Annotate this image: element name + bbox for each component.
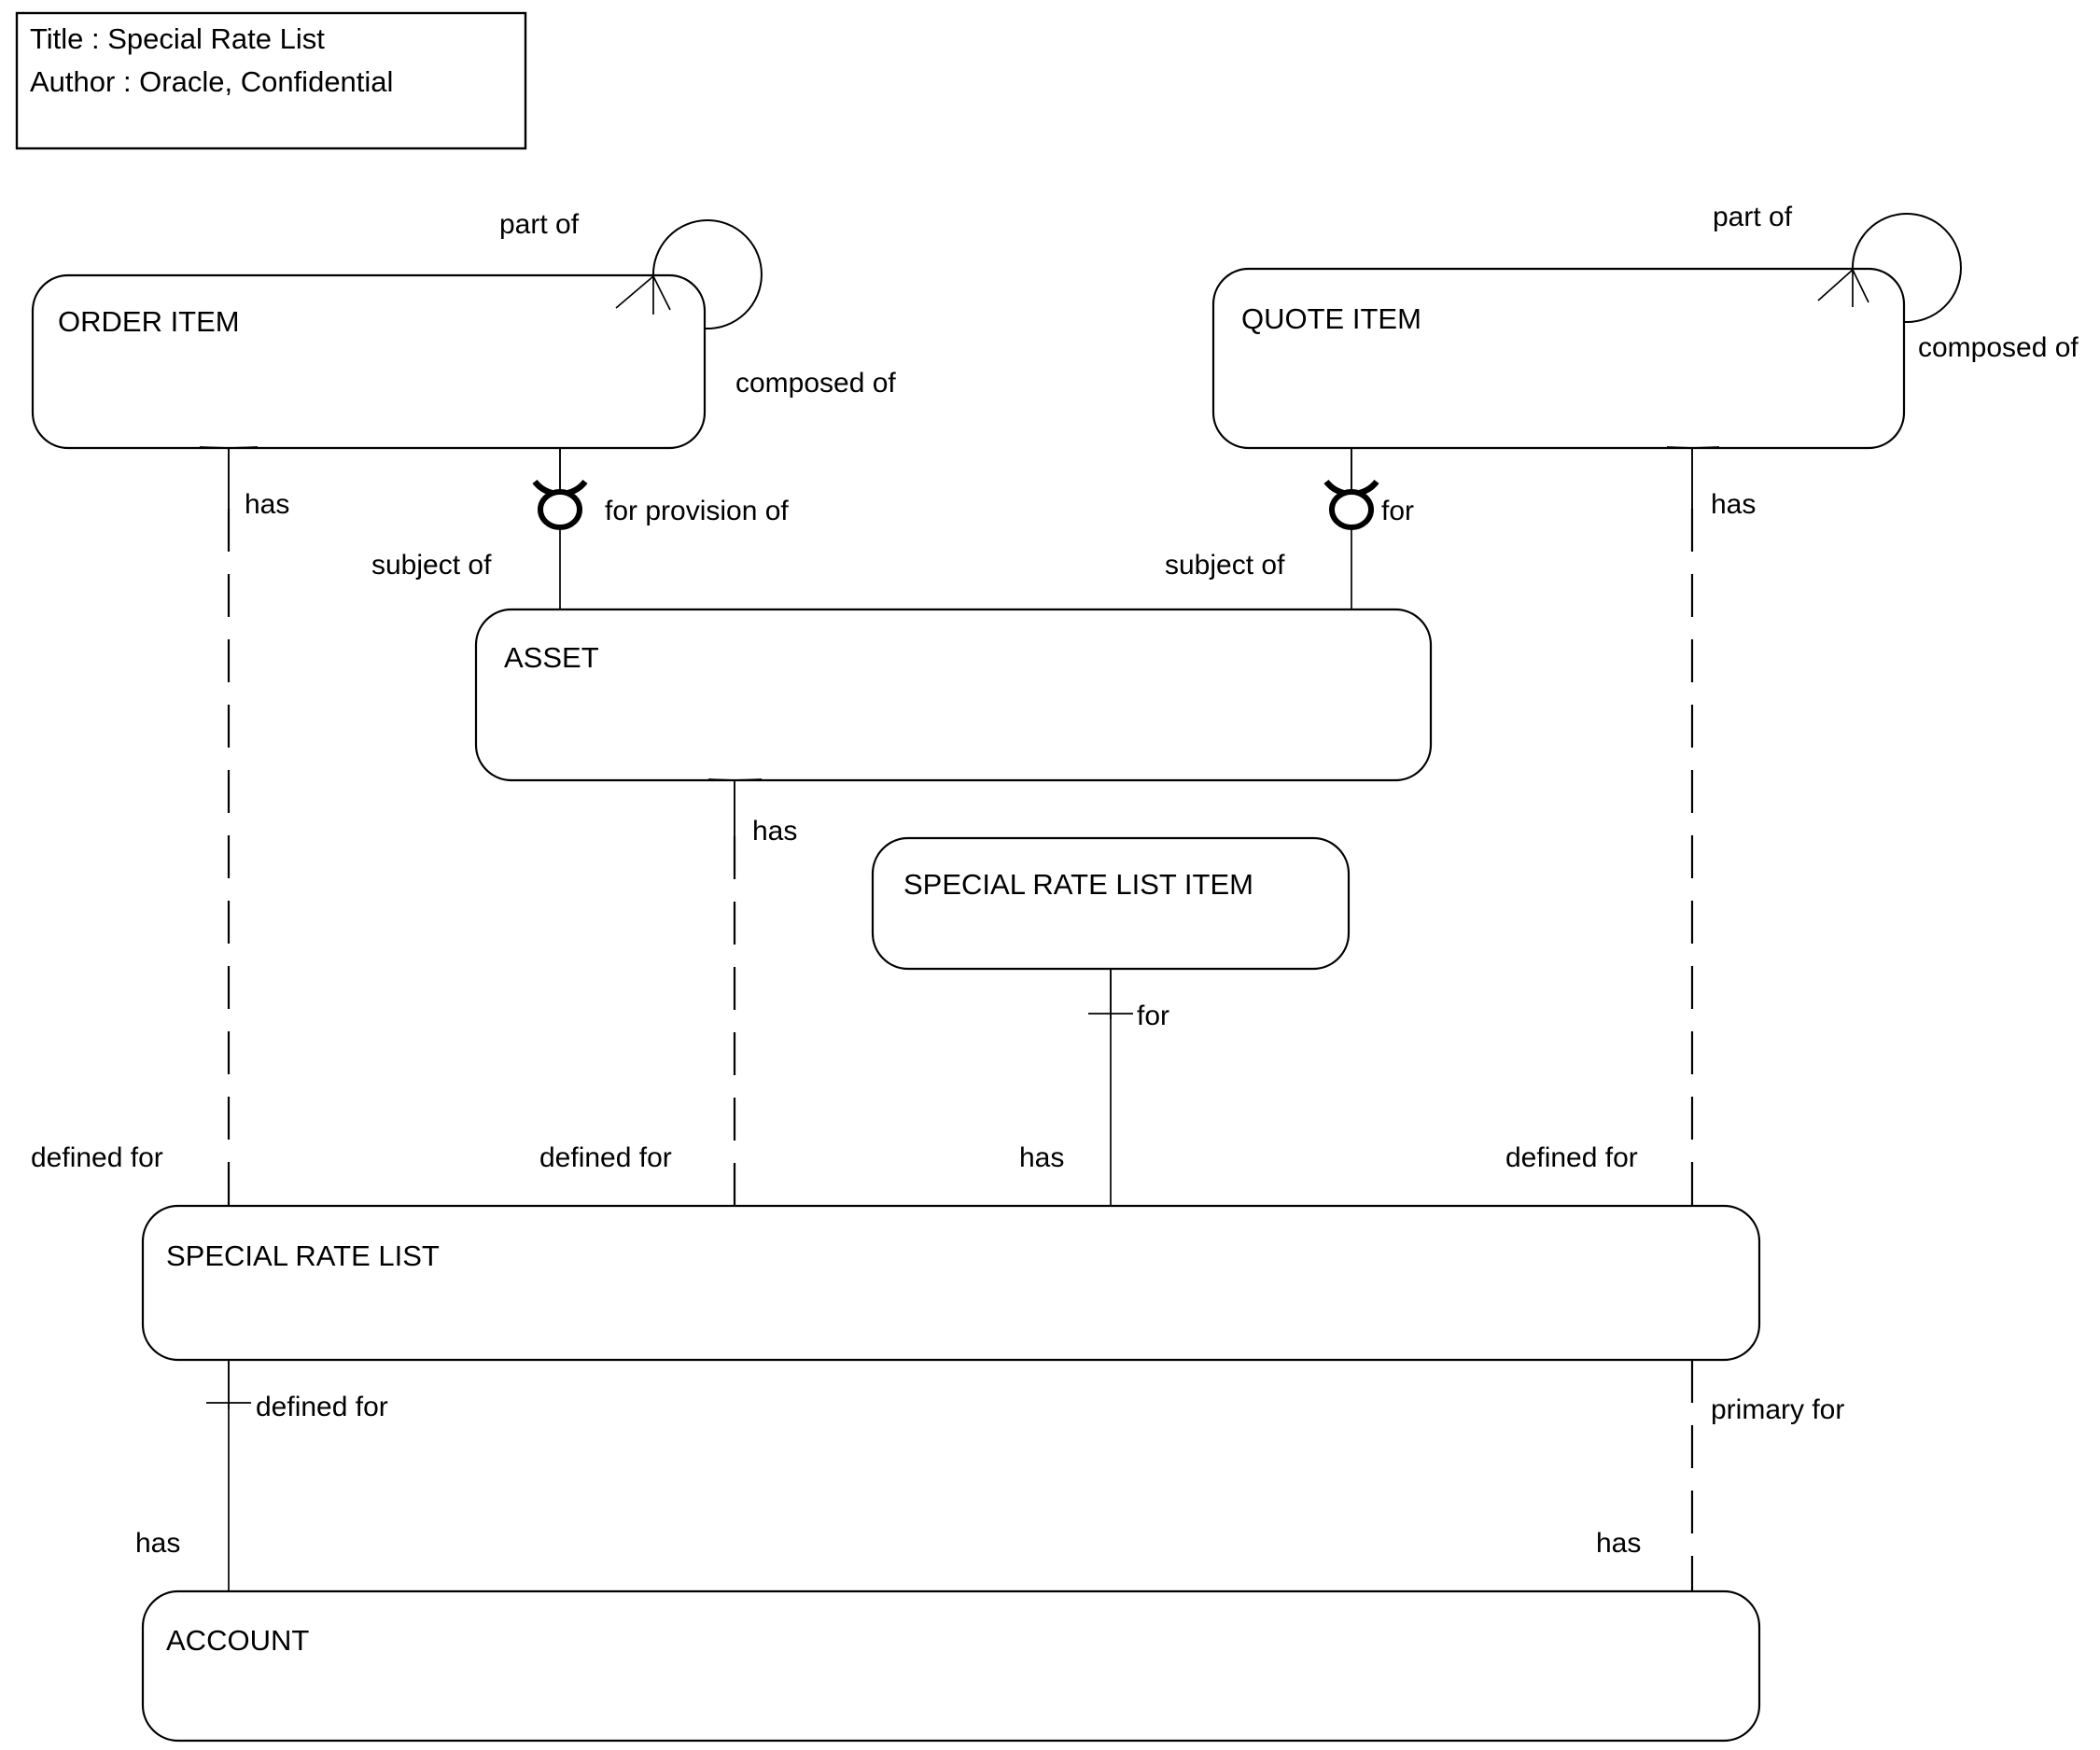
rel-quote-has-srl: has defined for <box>1505 446 1756 1206</box>
rel-order-has-srl: has defined for <box>31 446 289 1206</box>
asset-has-label: has <box>752 816 797 847</box>
asset-subject-of-quote-label: subject of <box>1165 550 1285 581</box>
quote-has-label: has <box>1711 489 1756 520</box>
srl-defined-for-account-label: defined for <box>256 1392 388 1422</box>
srl-has-srli-label: has <box>1019 1142 1064 1173</box>
rel-order-provision-asset: for provision of subject of <box>371 447 789 609</box>
entity-special-rate-list[interactable]: SPECIAL RATE LIST <box>141 1204 1761 1362</box>
account-has-left-label: has <box>135 1528 180 1559</box>
special-rate-list-item-box[interactable] <box>871 836 1351 971</box>
title-block-border <box>15 11 527 150</box>
order-has-label: has <box>245 489 289 520</box>
title-line: Title : Special Rate List <box>30 22 325 55</box>
srl-primary-for-label: primary for <box>1711 1394 1844 1425</box>
quote-loop-crowsfoot <box>1817 269 1869 307</box>
quote-item-self-loop <box>1817 213 1962 324</box>
account-box[interactable] <box>141 1589 1761 1743</box>
special-rate-list-box[interactable] <box>141 1204 1761 1362</box>
asset-label: ASSET <box>504 641 599 674</box>
entity-order-item[interactable]: ORDER ITEM <box>31 273 707 450</box>
order-item-label: ORDER ITEM <box>58 305 240 338</box>
quote-loop-arc <box>1851 213 1962 324</box>
order-item-self-loop <box>615 219 763 330</box>
rel-srl-primary-for-account: primary for has <box>1596 1360 1844 1591</box>
order-loop-crowsfoot <box>615 275 671 315</box>
special-rate-list-item-label: SPECIAL RATE LIST ITEM <box>903 868 1253 901</box>
rel-srli-for-srl: for has <box>1019 968 1169 1206</box>
quote-for-optional-circle <box>1329 489 1374 530</box>
author-line: Author : Oracle, Confidential <box>30 65 393 98</box>
quote-item-box[interactable] <box>1211 267 1906 450</box>
quote-for-label: for <box>1381 496 1414 526</box>
srli-for-label: for <box>1137 1001 1169 1031</box>
order-loop-arc <box>651 219 763 330</box>
asset-box[interactable] <box>474 608 1433 782</box>
entity-quote-item[interactable]: QUOTE ITEM <box>1211 267 1906 450</box>
srl-defined-for-quote-label: defined for <box>1505 1142 1638 1173</box>
entity-account[interactable]: ACCOUNT <box>141 1589 1761 1743</box>
order-provision-optional-circle <box>538 489 582 530</box>
rel-asset-has-srl: has defined for <box>539 778 797 1206</box>
order-item-box[interactable] <box>31 273 707 450</box>
entity-special-rate-list-item[interactable]: SPECIAL RATE LIST ITEM <box>871 836 1351 971</box>
rel-srl-defined-for-account: defined for has <box>135 1359 388 1591</box>
special-rate-list-label: SPECIAL RATE LIST <box>166 1239 440 1272</box>
quote-composed-of-label: composed of <box>1918 332 2079 363</box>
quote-item-label: QUOTE ITEM <box>1241 302 1421 335</box>
srl-defined-for-asset-label: defined for <box>539 1142 672 1173</box>
asset-subject-of-order-label: subject of <box>371 550 492 581</box>
account-has-right-label: has <box>1596 1528 1641 1559</box>
order-part-of-label: part of <box>499 209 580 240</box>
order-composed-of-label: composed of <box>735 368 896 399</box>
srl-defined-for-order-label: defined for <box>31 1142 163 1173</box>
title-block: Title : Special Rate List Author : Oracl… <box>15 11 527 150</box>
account-label: ACCOUNT <box>166 1624 309 1657</box>
quote-part-of-label: part of <box>1713 202 1793 232</box>
order-provision-label: for provision of <box>605 496 789 526</box>
rel-quote-for-asset: for subject of <box>1165 447 1414 609</box>
entity-asset[interactable]: ASSET <box>474 608 1433 782</box>
